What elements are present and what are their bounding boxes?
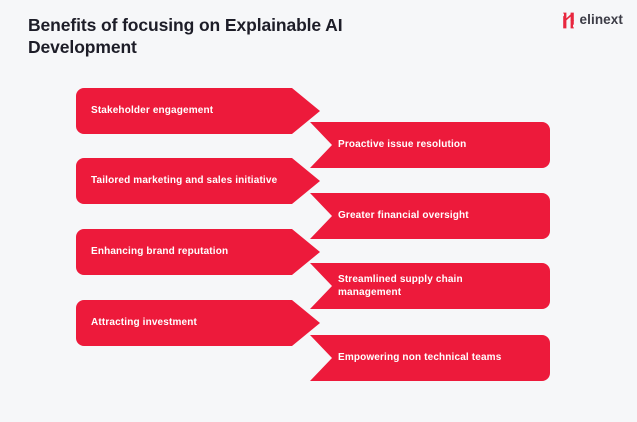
logo-wordmark: elinext <box>579 12 623 28</box>
elinext-n-mark-icon <box>561 12 575 28</box>
notched-banner-shape-icon <box>310 263 550 309</box>
benefit-label: Streamlined supply chain management <box>338 273 463 299</box>
benefit-banner[interactable]: Enhancing brand reputation <box>76 229 320 275</box>
arrow-right-shape-icon <box>76 158 320 204</box>
page-title: Benefits of focusing on Explainable AI D… <box>28 15 343 58</box>
arrow-right-shape-icon <box>76 88 320 134</box>
benefit-label: Tailored marketing and sales initiative <box>91 175 278 187</box>
arrow-right-shape-icon <box>76 229 320 275</box>
benefit-label: Stakeholder engagement <box>91 105 214 117</box>
benefit-label: Proactive issue resolution <box>338 139 467 151</box>
benefit-label: Attracting investment <box>91 317 197 329</box>
brand-logo: elinext <box>561 10 623 30</box>
benefit-banner[interactable]: Proactive issue resolution <box>310 122 550 168</box>
arrow-right-shape-icon <box>76 300 320 346</box>
benefit-banner[interactable]: Greater financial oversight <box>310 193 550 239</box>
benefit-banner[interactable]: Tailored marketing and sales initiative <box>76 158 320 204</box>
benefit-banner[interactable]: Streamlined supply chain management <box>310 263 550 309</box>
benefit-banner[interactable]: Attracting investment <box>76 300 320 346</box>
benefit-label: Greater financial oversight <box>338 210 469 222</box>
benefit-banner[interactable]: Empowering non technical teams <box>310 335 550 381</box>
benefit-label: Enhancing brand reputation <box>91 246 229 258</box>
benefit-label: Empowering non technical teams <box>338 352 502 364</box>
notched-banner-shape-icon <box>310 193 550 239</box>
benefit-banner[interactable]: Stakeholder engagement <box>76 88 320 134</box>
notched-banner-shape-icon <box>310 122 550 168</box>
notched-banner-shape-icon <box>310 335 550 381</box>
